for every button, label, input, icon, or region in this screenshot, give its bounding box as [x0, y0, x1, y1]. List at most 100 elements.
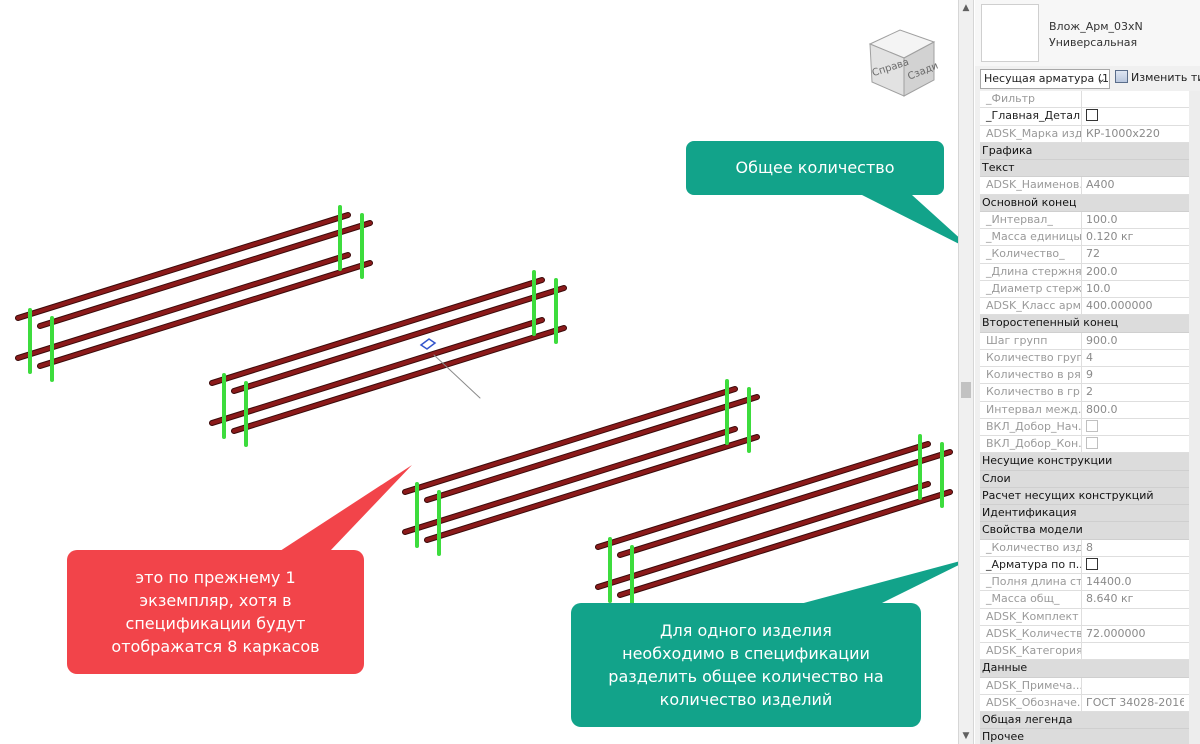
type-name: Влож_Арм_03xN	[1049, 20, 1143, 33]
property-label: Шаг групп	[980, 332, 1082, 349]
property-label: _Интервал_	[980, 211, 1082, 228]
property-row: _Масса общ_8.640 кг	[980, 591, 1200, 609]
main-bar	[16, 253, 350, 360]
property-value-text: 8	[1086, 540, 1093, 554]
property-group-header[interactable]: Свойства модели⌃	[980, 522, 1200, 540]
property-row: _Арматура по п...	[980, 556, 1200, 574]
property-group-header[interactable]: Прочее⌄	[980, 729, 1200, 744]
properties-scrollbar[interactable]	[1189, 91, 1200, 744]
property-group-label: Основной конец	[982, 195, 1077, 209]
property-group-header[interactable]: Идентификация⌄	[980, 505, 1200, 523]
property-value[interactable]: ГОСТ 34028-2016	[1084, 695, 1184, 711]
property-value[interactable]: 8	[1084, 540, 1184, 556]
scroll-down-icon[interactable]: ▼	[962, 731, 970, 741]
property-value[interactable]: 800.0	[1084, 402, 1184, 418]
property-label: ADSK_Марка изд...	[980, 125, 1082, 142]
callout-divide-quantity: Для одного изделия необходимо в специфик…	[571, 603, 921, 727]
property-value-text: 100.0	[1086, 212, 1118, 226]
property-checkbox[interactable]	[1086, 419, 1098, 432]
property-label: Интервал межд...	[980, 401, 1082, 418]
property-checkbox[interactable]	[1086, 109, 1098, 122]
property-label: ADSK_Примеча...	[980, 677, 1082, 694]
property-group-label: Данные	[982, 661, 1028, 675]
property-group-header[interactable]: Основной конец⌃	[980, 194, 1200, 212]
property-value[interactable]: 400.000000	[1084, 298, 1184, 314]
property-label: Количество групп	[980, 349, 1082, 366]
property-row: _Количество изд...8=	[980, 539, 1200, 557]
property-checkbox[interactable]	[1086, 557, 1098, 570]
property-value[interactable]: 200.0	[1084, 264, 1184, 280]
property-value[interactable]: А400	[1084, 177, 1184, 193]
property-group-header[interactable]: Расчет несущих конструкций⌄	[980, 487, 1200, 505]
property-value[interactable]	[1084, 419, 1184, 435]
property-row: _Главная_Детал...	[980, 108, 1200, 126]
property-value[interactable]: КР-1000х220	[1084, 126, 1184, 142]
property-label: _Количество_	[980, 246, 1082, 263]
property-label: ADSK_Наименов...	[980, 177, 1082, 194]
main-bar	[403, 387, 737, 494]
property-label: ADSK_Комплект	[980, 608, 1082, 625]
property-value[interactable]: 0.120 кг	[1084, 229, 1184, 245]
property-group-label: Идентификация	[982, 506, 1077, 519]
property-value[interactable]	[1084, 643, 1184, 659]
property-value-text: 14400.0	[1086, 575, 1132, 588]
property-checkbox[interactable]	[1086, 437, 1098, 449]
property-value-text: 2	[1086, 385, 1093, 399]
property-value[interactable]	[1084, 108, 1184, 124]
property-group-header[interactable]: Графика⌄	[980, 142, 1200, 160]
property-group-header[interactable]: Второстепенный конец⌃	[980, 315, 1200, 333]
property-value[interactable]: 14400.0	[1084, 574, 1184, 590]
property-label: ВКЛ_Добор_Нач...	[980, 418, 1082, 435]
scroll-up-icon[interactable]: ▲	[962, 3, 970, 13]
view-cube[interactable]: Справа Сзади	[860, 22, 942, 104]
main-bar	[618, 490, 952, 597]
edit-type-button[interactable]: Изменить ти	[1115, 69, 1200, 89]
rebar-scene	[15, 195, 958, 611]
host-marker-icon[interactable]	[419, 338, 437, 350]
main-bar	[403, 427, 737, 534]
callout-one-pointer	[280, 465, 412, 551]
property-value-text: 800.0	[1086, 402, 1118, 416]
property-row: ADSK_Класс арм...400.000000=	[980, 298, 1200, 316]
property-value[interactable]: 900.0	[1084, 333, 1184, 349]
view-cube-icon[interactable]: Справа Сзади	[860, 22, 942, 104]
property-value[interactable]: 10.0	[1084, 281, 1184, 297]
property-value[interactable]: 4	[1084, 350, 1184, 366]
property-value[interactable]	[1084, 436, 1184, 452]
property-row: Количество в гр...2=	[980, 384, 1200, 402]
property-value[interactable]: 100.0	[1084, 212, 1184, 228]
property-row: _Количество_72	[980, 246, 1200, 264]
scroll-thumb[interactable]	[961, 382, 971, 398]
property-value[interactable]	[1084, 91, 1184, 107]
property-value[interactable]	[1084, 678, 1184, 694]
property-group-label: Второстепенный конец	[982, 316, 1119, 330]
property-row: Количество в ря...9=	[980, 367, 1200, 385]
viewport-scrollbar[interactable]: ▲ ▼	[958, 0, 974, 744]
property-label: Количество в гр...	[980, 384, 1082, 401]
property-group-header[interactable]: Слои⌄	[980, 470, 1200, 488]
property-group-header[interactable]: Несущие конструкции⌄	[980, 453, 1200, 471]
type-selector-header[interactable]: Влож_Арм_03xN Универсальная	[975, 0, 1200, 66]
property-value[interactable]: 72	[1084, 246, 1184, 262]
type-subtype: Универсальная	[1049, 36, 1138, 49]
property-row: _Фильтр=	[980, 91, 1200, 109]
main-bar	[38, 221, 372, 328]
callout-total-pointer	[862, 195, 958, 244]
property-group-label: Слои	[982, 471, 1011, 485]
property-value-text: 200.0	[1086, 264, 1118, 278]
property-group-header[interactable]: Данные⌃	[980, 660, 1200, 678]
property-value[interactable]: 8.640 кг	[1084, 591, 1184, 607]
property-value[interactable]	[1084, 557, 1184, 573]
3d-viewport[interactable]: Справа Сзади Общее количество это по пре…	[0, 0, 958, 744]
property-value[interactable]: 2	[1084, 384, 1184, 400]
property-value[interactable]: 9	[1084, 367, 1184, 383]
property-value[interactable]	[1084, 609, 1184, 625]
property-label: Количество в ря...	[980, 367, 1082, 384]
property-group-header[interactable]: Текст⌃	[980, 160, 1200, 178]
instance-filter-dropdown[interactable]: Несущая арматура (1 ⌄	[980, 69, 1110, 89]
property-group-header[interactable]: Общая легенда⌄	[980, 712, 1200, 730]
property-value[interactable]: 72.000000	[1084, 626, 1184, 642]
property-row: _Масса единицы_0.120 кг	[980, 229, 1200, 247]
main-bar	[38, 261, 372, 368]
